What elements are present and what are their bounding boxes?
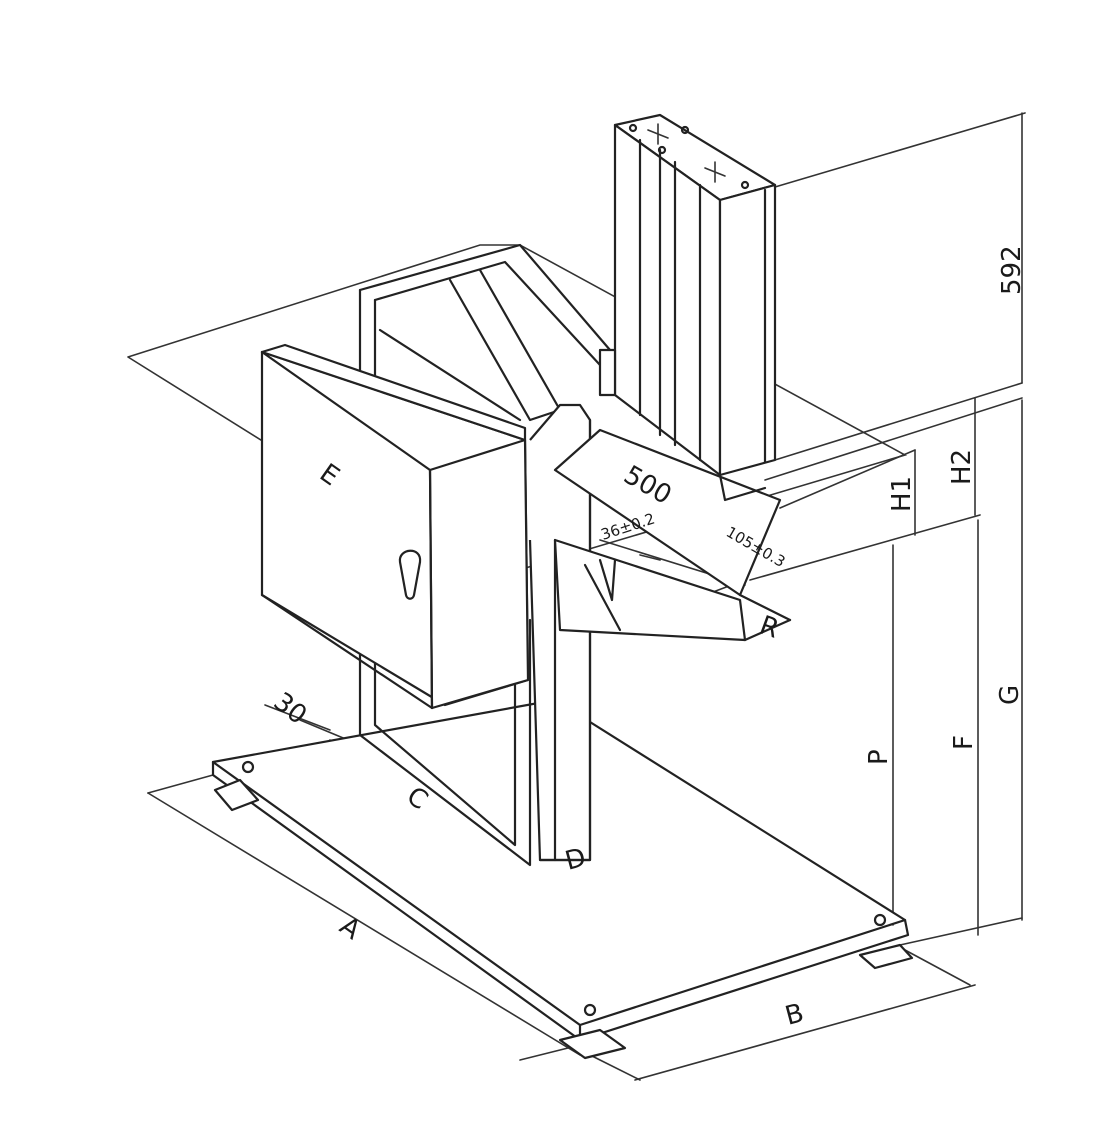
control-cabinet (260, 343, 530, 710)
bolt-hole (873, 913, 887, 927)
bolt-hole (583, 1003, 597, 1017)
label-r: R (756, 610, 783, 644)
label-h1: H1 (887, 476, 917, 512)
foot-right (858, 943, 914, 970)
foot-front (558, 1028, 627, 1060)
label-p: P (864, 749, 894, 765)
lift-column (598, 113, 777, 502)
frame (358, 243, 792, 867)
foot-left (213, 778, 260, 812)
screw-icon (647, 123, 669, 145)
cabinet-handle (398, 549, 422, 600)
label-dim-30: 30 (268, 687, 313, 731)
label-dim-592: 592 (997, 245, 1027, 295)
label-f: F (949, 735, 979, 750)
screw-icon (704, 161, 726, 183)
bolt-hole (241, 760, 255, 774)
label-a: A (334, 911, 366, 946)
label-b: B (782, 998, 807, 1032)
label-h2: H2 (947, 449, 977, 485)
label-g: G (995, 685, 1025, 705)
base-plate (211, 698, 914, 1060)
